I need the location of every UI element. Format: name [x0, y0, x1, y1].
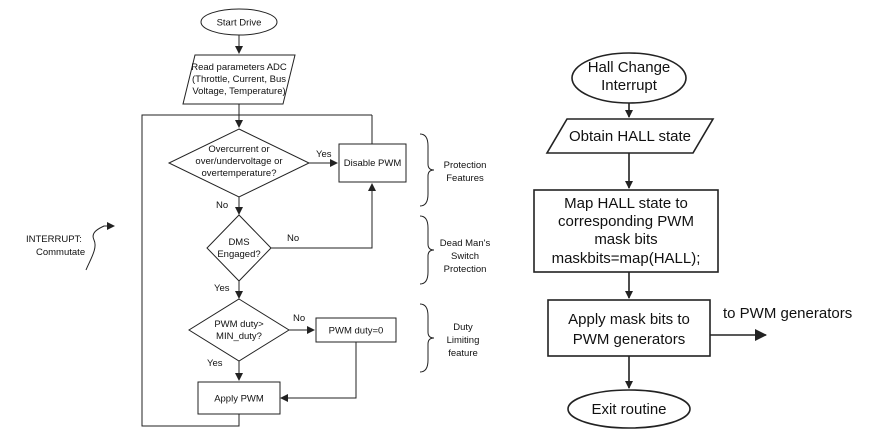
right-flowchart: Hall Change Interrupt Obtain HALL state …	[533, 52, 852, 429]
dms-check-decision: DMS Engaged?	[206, 214, 272, 282]
fault-check-line1: Overcurrent or	[208, 144, 269, 155]
interrupt-line2: Commutate	[36, 247, 85, 258]
map-hall-line4: maskbits=map(HALL);	[552, 250, 701, 267]
apply-mask-line2: PWM generators	[573, 331, 686, 348]
brace-dms-line3: Protection	[444, 264, 487, 275]
disable-pwm-node: Disable PWM	[338, 143, 407, 183]
brace-duty-line2: Limiting	[447, 335, 480, 346]
duty-zero-node: PWM duty=0	[315, 317, 397, 343]
brace-protection: Protection Features	[419, 133, 487, 207]
read-params-line3: Voltage, Temperature)	[192, 86, 285, 97]
brace-duty-line1: Duty	[453, 322, 473, 333]
exit-routine-node: Exit routine	[567, 389, 691, 429]
duty-check-decision: PWM duty> MIN_duty?	[188, 298, 290, 362]
start-drive-label: Start Drive	[217, 18, 262, 29]
apply-pwm-label: Apply PWM	[214, 394, 264, 405]
dms-no-label: No	[287, 233, 299, 244]
read-params-line2: (Throttle, Current, Bus	[192, 74, 286, 85]
connector-dms-no	[271, 183, 376, 249]
fault-no-label: No	[216, 200, 228, 211]
fault-check-line2: over/undervoltage or	[195, 156, 282, 167]
apply-mask-node: Apply mask bits to PWM generators	[547, 299, 711, 357]
map-hall-node: Map HALL state to corresponding PWM mask…	[533, 189, 719, 273]
map-hall-line3: mask bits	[594, 231, 657, 248]
brace-dms-line2: Switch	[451, 251, 479, 262]
obtain-hall-label: Obtain HALL state	[569, 128, 691, 145]
fault-check-line3: overtemperature?	[202, 168, 277, 179]
hall-interrupt-line1: Hall Change	[588, 59, 671, 76]
duty-no-label: No	[293, 313, 305, 324]
brace-dms-line1: Dead Man's	[440, 238, 491, 249]
duty-check-line1: PWM duty>	[214, 319, 264, 330]
duty-zero-label: PWM duty=0	[329, 326, 384, 337]
obtain-hall-node: Obtain HALL state	[545, 118, 715, 154]
connector-duty-zero-to-apply	[280, 342, 357, 402]
apply-pwm-node: Apply PWM	[197, 381, 281, 415]
to-pwm-generators-label: to PWM generators	[723, 305, 852, 322]
brace-duty-line3: feature	[448, 348, 478, 359]
interrupt-commutate: INTERRUPT: Commutate	[26, 222, 115, 271]
hall-interrupt-line2: Interrupt	[601, 77, 658, 94]
duty-yes-label: Yes	[207, 358, 223, 369]
duty-check-line2: MIN_duty?	[216, 331, 262, 342]
read-parameters-node: Read parameters ADC (Throttle, Current, …	[182, 54, 296, 105]
hall-interrupt-node: Hall Change Interrupt	[571, 52, 687, 104]
fault-yes-label: Yes	[316, 149, 332, 160]
apply-mask-line1: Apply mask bits to	[568, 311, 690, 328]
disable-pwm-label: Disable PWM	[344, 158, 402, 169]
dms-check-line1: DMS	[228, 237, 249, 248]
read-params-line1: Read parameters ADC	[191, 62, 287, 73]
dms-yes-label: Yes	[214, 283, 230, 294]
brace-protection-line1: Protection	[444, 160, 487, 171]
fault-check-decision: Overcurrent or over/undervoltage or over…	[167, 128, 311, 198]
left-flowchart: Start Drive Read parameters ADC (Throttl…	[26, 8, 491, 427]
interrupt-line1: INTERRUPT:	[26, 234, 82, 245]
interrupt-arrow	[85, 222, 115, 271]
map-hall-line1: Map HALL state to	[564, 195, 688, 212]
brace-dms: Dead Man's Switch Protection	[419, 215, 491, 285]
brace-protection-line2: Features	[446, 173, 484, 184]
exit-routine-label: Exit routine	[591, 401, 666, 418]
dms-check-line2: Engaged?	[217, 249, 260, 260]
main-loop-line	[141, 104, 240, 427]
start-drive-node: Start Drive	[200, 8, 278, 36]
brace-duty: Duty Limiting feature	[419, 303, 480, 373]
map-hall-line2: corresponding PWM	[558, 213, 694, 230]
